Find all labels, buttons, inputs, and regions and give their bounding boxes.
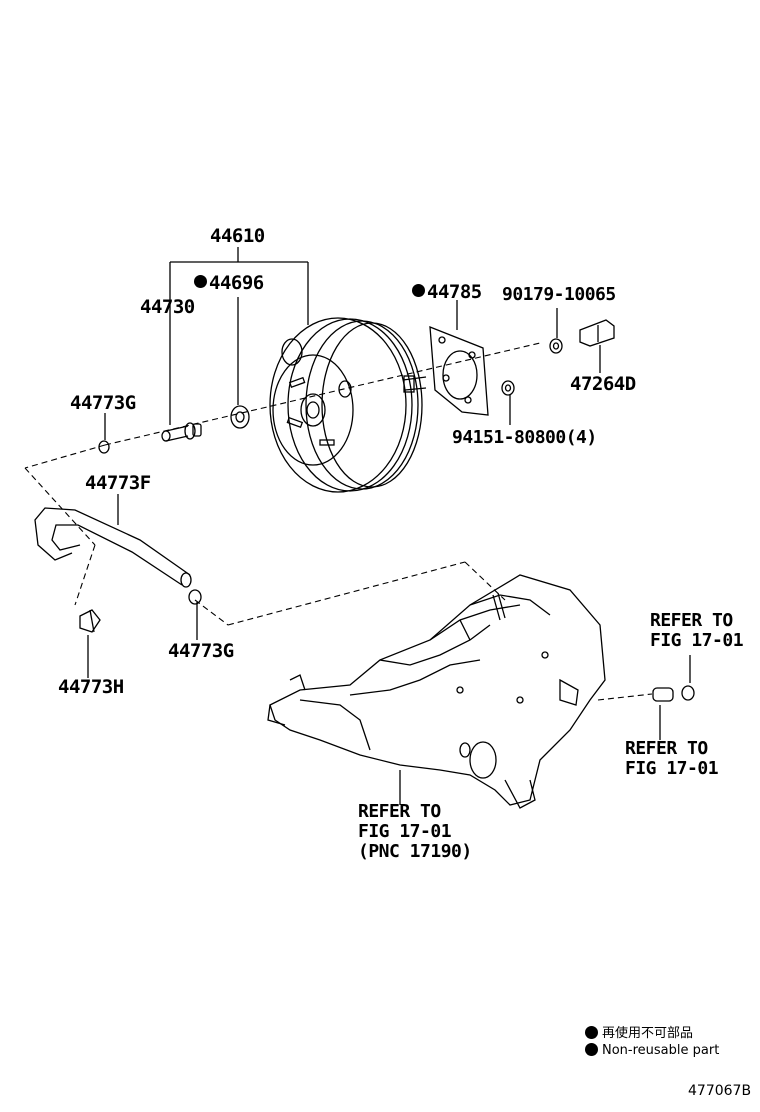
refer-right-top-line1[interactable]: REFER TO <box>650 610 733 631</box>
label-90179[interactable]: 90179-10065 <box>502 284 616 305</box>
legend-japanese: 再使用不可部品 <box>585 1022 693 1041</box>
clamp-44773g-bottom <box>188 589 202 605</box>
non-reusable-dot-icon <box>585 1043 598 1056</box>
refer-right-bottom-line2[interactable]: FIG 17-01 <box>625 758 719 779</box>
label-44785[interactable]: 44785 <box>412 283 482 302</box>
refer-manifold-line2[interactable]: FIG 17-01 <box>358 821 452 842</box>
label-47264d[interactable]: 47264D <box>570 373 636 395</box>
refer-manifold-line3[interactable]: (PNC 17190) <box>358 841 472 862</box>
label-44773f[interactable]: 44773F <box>85 472 151 494</box>
label-44773g-bottom[interactable]: 44773G <box>168 640 234 662</box>
label-44730[interactable]: 44730 <box>140 296 195 318</box>
grommet-44696 <box>230 405 250 429</box>
non-reusable-dot-icon <box>412 284 425 297</box>
legend-english: Non-reusable part <box>585 1043 719 1058</box>
legend-japanese-text: 再使用不可部品 <box>602 1026 694 1041</box>
non-reusable-dot-icon <box>585 1026 598 1039</box>
label-94151[interactable]: 94151-80800(4) <box>452 427 597 448</box>
refer-right-top-line2[interactable]: FIG 17-01 <box>650 630 744 651</box>
clamp-44773g-top <box>98 440 110 454</box>
nut-94151 <box>501 380 515 396</box>
intake-manifold <box>267 574 606 809</box>
clip-44773h <box>79 609 101 633</box>
refer-manifold-line1[interactable]: REFER TO <box>358 801 441 822</box>
non-reusable-dot-icon <box>194 275 207 288</box>
label-44610[interactable]: 44610 <box>210 225 265 247</box>
nut-90179 <box>549 338 563 354</box>
figure-id: 477067B <box>688 1083 752 1099</box>
legend-english-text: Non-reusable part <box>602 1043 720 1058</box>
label-44785-text: 44785 <box>427 281 482 303</box>
label-44696[interactable]: 44696 <box>194 274 264 293</box>
leader-44610 <box>169 247 309 425</box>
clevis-47264d <box>579 319 615 347</box>
label-44773h[interactable]: 44773H <box>58 676 124 698</box>
label-44773g-top[interactable]: 44773G <box>70 392 136 414</box>
vacuum-hose-44773f <box>34 507 192 588</box>
label-44696-text: 44696 <box>209 272 264 294</box>
refer-right-bottom-line1[interactable]: REFER TO <box>625 738 708 759</box>
check-valve-44730 <box>161 422 202 442</box>
gasket-44785 <box>429 326 489 416</box>
union-fitting <box>652 685 695 702</box>
brake-booster-44610 <box>269 317 427 493</box>
